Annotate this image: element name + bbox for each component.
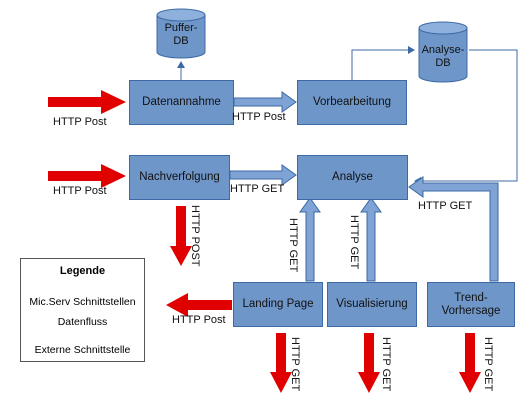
legend-item-externe: Externe Schnittstelle bbox=[34, 344, 131, 356]
analyse-db-cylinder bbox=[418, 21, 468, 83]
arrow-visualisierung-analyse bbox=[360, 197, 382, 282]
flow-vorbearbeitung-analyse-db bbox=[351, 46, 415, 80]
label-http-post-datenannahme-vorbearbeitung: HTTP Post bbox=[232, 111, 286, 123]
analyse-db-label: Analyse-DB bbox=[421, 44, 465, 69]
puffer-db-label: Puffer-DB bbox=[164, 22, 198, 47]
label-http-post-landing-out: HTTP Post bbox=[172, 314, 226, 326]
external-arrow-http-post-2 bbox=[48, 164, 126, 188]
legend-item-datenfluss: Datenfluss bbox=[57, 316, 108, 328]
external-arrow-http-post-1 bbox=[48, 90, 126, 114]
external-arrow-visualisierung-down bbox=[358, 333, 380, 393]
external-arrow-trend-down bbox=[459, 333, 481, 393]
label-http-post-nachverfolgung-out: HTTP POST bbox=[189, 205, 201, 267]
arrow-trend-analyse bbox=[408, 176, 499, 282]
puffer-db-cylinder bbox=[156, 8, 206, 59]
service-trend-vorhersage[interactable]: Trend-Vorhersage bbox=[427, 282, 515, 327]
flow-analyse-db-analyse bbox=[414, 49, 518, 185]
service-nachverfolgung[interactable]: Nachverfolgung bbox=[129, 155, 230, 200]
label-http-get-visualisierung-out: HTTP GET bbox=[380, 337, 392, 392]
label-http-get-landing-out: HTTP GET bbox=[289, 337, 301, 392]
external-arrow-nachverfolgung-out bbox=[170, 206, 192, 266]
service-vorbearbeitung[interactable]: Vorbearbeitung bbox=[297, 80, 407, 125]
legend-box: Legende Mic.Serv Schnittstellen Datenflu… bbox=[20, 258, 145, 362]
label-http-get-visualisierung-analyse: HTTP GET bbox=[348, 215, 360, 270]
external-arrow-landing-down bbox=[270, 333, 292, 393]
service-landing-page[interactable]: Landing Page bbox=[233, 282, 323, 327]
service-analyse[interactable]: Analyse bbox=[297, 155, 408, 200]
arrow-landing-analyse bbox=[299, 197, 321, 282]
arrow-datenannahme-vorbearbeitung bbox=[233, 91, 297, 113]
legend-item-mic-serv: Mic.Serv Schnittstellen bbox=[29, 296, 136, 308]
legend-title: Legende bbox=[59, 265, 106, 277]
label-http-get-trend-out: HTTP GET bbox=[482, 337, 494, 392]
label-http-post-in2: HTTP Post bbox=[53, 185, 107, 197]
service-visualisierung[interactable]: Visualisierung bbox=[327, 282, 417, 327]
label-http-get-landing-analyse: HTTP GET bbox=[287, 218, 299, 273]
arrow-nachverfolgung-analyse bbox=[229, 164, 297, 186]
label-http-get-nachverfolgung-analyse: HTTP GET bbox=[230, 183, 285, 195]
service-datenannahme[interactable]: Datenannahme bbox=[129, 80, 234, 125]
label-http-post-in1: HTTP Post bbox=[53, 116, 107, 128]
external-arrow-landing-left bbox=[166, 293, 232, 317]
label-http-get-trend-analyse: HTTP GET bbox=[418, 200, 473, 212]
